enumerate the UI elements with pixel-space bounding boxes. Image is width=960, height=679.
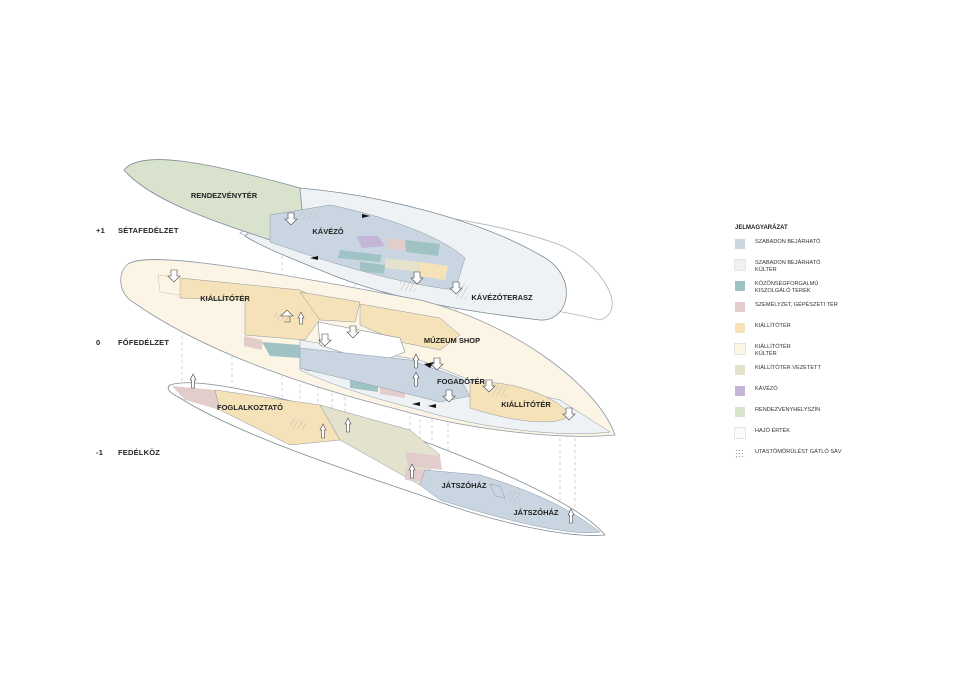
legend-item: SZEMÉLYZET, GÉPÉSZETI TÉR [735,302,925,323]
legend-swatch [735,365,745,375]
room-fogadoter: FOGADÓTÉR [437,377,485,386]
legend-swatch [735,323,745,333]
legend-label: KIÁLLÍTÓTÉR KÜLTÉR [755,344,791,357]
legend-label: SZABADON BEJÁRHATÓ [755,239,821,245]
legend-item: RENDEZVÉNYHELYSZÍN [735,407,925,428]
level-label-upper: +1 SÉTAFEDÉLZET [96,226,179,235]
room-jatszohaz-2: JÁTSZÓHÁZ [514,508,559,517]
legend-swatch [735,386,745,396]
legend-swatch [734,343,746,355]
room-muzeum-shop: MÚZEUM SHOP [424,336,480,345]
legend-items: SZABADON BEJÁRHATÓ SZABADON BEJÁRHATÓ KÜL… [734,239,925,470]
legend-label: KÖZÖNSÉGFORGALMÚ KISZOLGÁLÓ TEREK [755,281,819,294]
room-kiallitoter-right: KIÁLLÍTÓTÉR [501,400,551,409]
legend-item: UTASTÖMÖRÜLÉST GÁTLÓ SÁV [735,449,925,470]
legend-swatch [735,281,745,291]
legend-label: UTASTÖMÖRÜLÉST GÁTLÓ SÁV [755,449,842,455]
legend-item: HAJÓ ÉRTÉK [734,427,925,449]
level-number: 0 [96,338,101,347]
level-number: +1 [96,226,105,235]
legend-item: SZABADON BEJÁRHATÓ KÜLTÉR [734,259,925,281]
legend-swatch [735,239,745,249]
level-label-main: 0 FŐFEDÉLZET [96,338,169,347]
room-kavezo: KÁVÉZÓ [312,227,343,236]
legend-label: HAJÓ ÉRTÉK [755,428,791,434]
upper-deck: RENDEZVÉNYTÉR KÁVÉZÓ KÁVÉZÓTERASZ [123,159,613,321]
legend-swatch [735,302,745,312]
room-rendezvenyter: RENDEZVÉNYTÉR [191,191,258,200]
legend-item: KÁVÉZÓ [735,386,925,407]
level-name: FEDÉLKÖZ [118,448,161,457]
level-name: FŐFEDÉLZET [118,338,170,347]
legend-item: KÖZÖNSÉGFORGALMÚ KISZOLGÁLÓ TEREK [735,281,925,302]
legend-title: JELMAGYARÁZAT [735,225,788,231]
room-kavezoterasz: KÁVÉZÓTERASZ [471,293,533,302]
lower-deck: FOGLALKOZTATÓ JÁTSZÓHÁZ JÁTSZÓHÁZ [167,373,606,536]
legend-swatch [735,407,745,417]
legend-swatch [734,259,746,271]
level-label-lower: -1 FEDÉLKÖZ [96,448,160,457]
legend-label: SZEMÉLYZET, GÉPÉSZETI TÉR [755,302,838,308]
legend-item: KIÁLLÍTÓTÉR VEZETETT [735,365,925,386]
room-foglalkoztato: FOGLALKOZTATÓ [217,403,283,412]
room-kiallitoter-left: KIÁLLÍTÓTÉR [200,294,250,303]
legend-label: KÁVÉZÓ [755,386,778,392]
level-number: -1 [96,448,104,457]
level-name: SÉTAFEDÉLZET [118,226,179,235]
legend-item: KIÁLLÍTÓTÉR KÜLTÉR [734,343,925,365]
main-deck: KIÁLLÍTÓTÉR MÚZEUM SHOP FOGADÓTÉR KIÁLLÍ… [120,259,616,437]
legend-swatch [735,449,745,459]
legend-label: KIÁLLÍTÓTÉR VEZETETT [755,365,821,371]
legend-label: KIÁLLÍTÓTÉR [755,323,791,329]
legend-label: SZABADON BEJÁRHATÓ KÜLTÉR [755,260,821,273]
legend-swatch [734,427,746,439]
legend-item: SZABADON BEJÁRHATÓ [735,239,925,260]
legend-item: KIÁLLÍTÓTÉR [735,323,925,344]
legend-label: RENDEZVÉNYHELYSZÍN [755,407,821,413]
room-jatszohaz-1: JÁTSZÓHÁZ [442,481,487,490]
